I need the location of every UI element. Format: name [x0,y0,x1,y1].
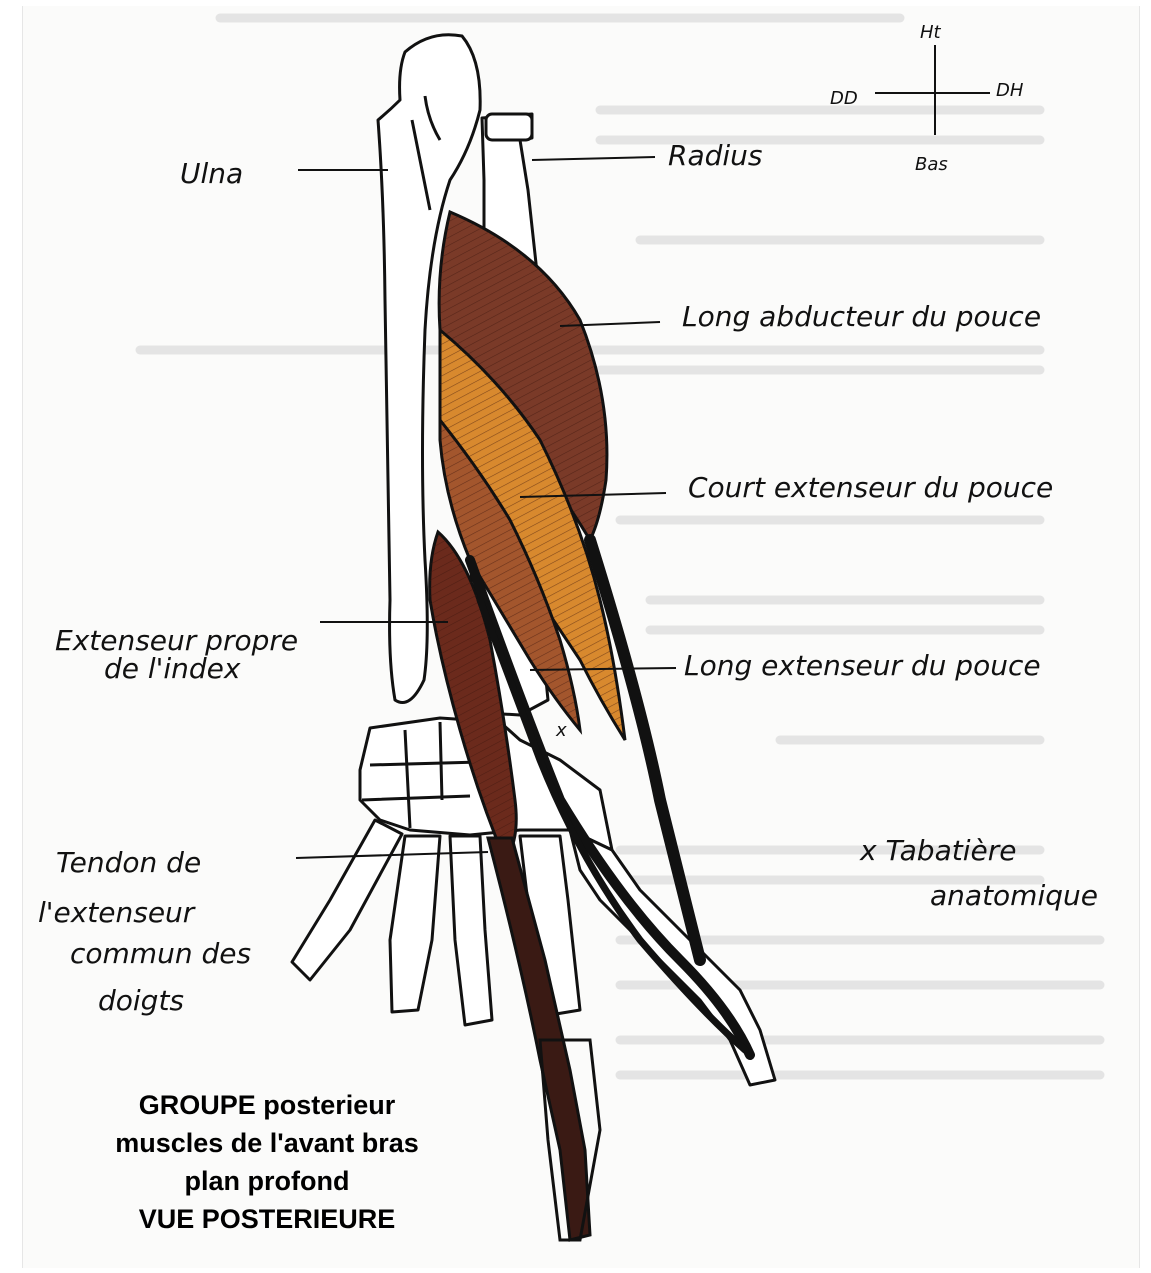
orientation-down: Bas [915,154,948,175]
label-tendon-1: Tendon de [56,846,201,879]
caption: GROUPE posterieur muscles de l'avant bra… [115,1090,419,1234]
label-ulna: Ulna [180,157,243,190]
label-tabatiere-1: x Tabatière [859,834,1016,867]
label-tendon-2: l'extenseur [38,896,196,929]
caption-line-4: VUE POSTERIEURE [139,1204,396,1234]
orientation-right: DH [996,80,1024,101]
label-court-extenseur: Court extenseur du pouce [688,471,1053,504]
label-tendon-3: commun des [70,937,251,970]
label-tendon-4: doigts [98,984,184,1017]
orientation-cross [875,45,990,135]
caption-line-1: GROUPE posterieur [139,1090,396,1120]
label-long-abducteur: Long abducteur du pouce [682,300,1041,333]
caption-line-3: plan profond [185,1166,350,1196]
label-tabatiere-2: anatomique [930,879,1098,912]
orientation-up: Ht [920,22,942,43]
label-extenseur-index-2: de l'index [104,652,241,685]
label-long-extenseur: Long extenseur du pouce [684,649,1041,682]
tabatiere-mark: x [555,720,567,741]
caption-line-2: muscles de l'avant bras [115,1128,419,1158]
label-radius: Radius [668,139,763,172]
orientation-left: DD [830,88,858,109]
